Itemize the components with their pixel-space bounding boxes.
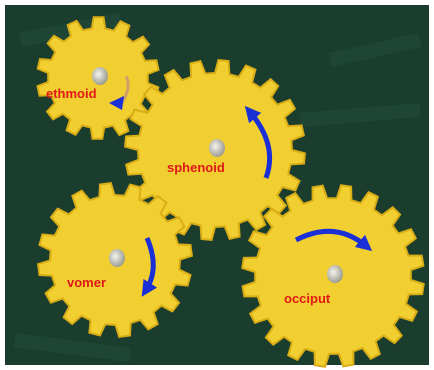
ethmoid-label: ethmoid <box>46 86 97 101</box>
sphenoid-gear-hub <box>209 139 225 157</box>
vomer-gear-hub <box>109 249 125 267</box>
occiput-label: occiput <box>284 291 331 306</box>
ethmoid-gear-hub <box>92 67 108 85</box>
vomer-label: vomer <box>67 275 106 290</box>
occiput-gear-hub <box>327 265 343 283</box>
occiput-gear <box>242 185 423 366</box>
sphenoid-label: sphenoid <box>167 160 225 175</box>
